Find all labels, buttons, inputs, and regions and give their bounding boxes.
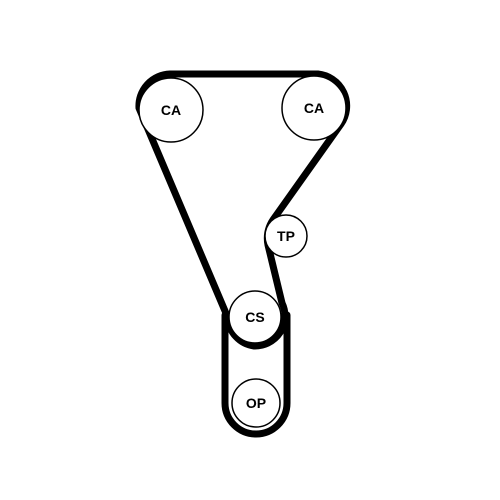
camshaft-pulley-left: CA	[138, 77, 204, 143]
camshaft-pulley-right: CA	[281, 75, 347, 141]
crankshaft-label: CS	[245, 309, 264, 325]
oil-pump-belt	[221, 311, 291, 438]
crankshaft-pulley: CS	[228, 290, 282, 344]
camshaft-left-label: CA	[161, 102, 181, 118]
tensioner-pulley: TP	[264, 214, 308, 258]
tensioner-label: TP	[277, 228, 295, 244]
oil-pump-pulley: OP	[231, 378, 281, 428]
oil-pump-label: OP	[246, 395, 266, 411]
camshaft-right-label: CA	[304, 100, 324, 116]
